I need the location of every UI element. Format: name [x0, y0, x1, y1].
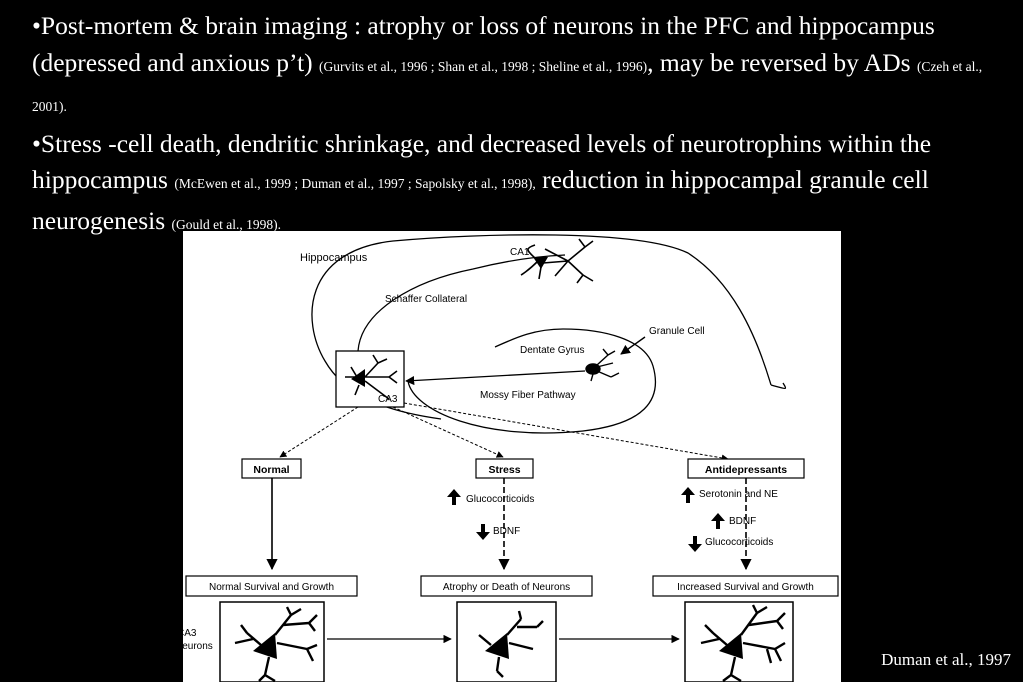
figure-credit: Duman et al., 1997	[881, 650, 1011, 669]
ad-glucocorticoids-label: Glucocorticoids	[705, 537, 773, 548]
bullet-1-citation-b: (Czeh et al., 2001).	[32, 58, 983, 115]
stress-glucocorticoids-label: Glucocorticoids	[466, 494, 534, 505]
dentate-gyrus-label: Dentate Gyrus	[520, 345, 584, 356]
stress-bdnf-label: BDNF	[493, 526, 520, 537]
granule-cell-icon	[585, 336, 646, 382]
neuron-increased	[684, 601, 794, 682]
ad-down-arrow-icon	[688, 536, 702, 552]
neuron-atrophy	[456, 601, 557, 682]
ca3-neurons-label-1: CA3	[183, 628, 197, 639]
ad-serotonin-label: Serotonin and NE	[699, 489, 778, 500]
hippocampus-label: Hippocampus	[300, 252, 368, 264]
outcome-ad-box	[652, 575, 839, 597]
bullet-1: •Post-mortem & brain imaging : atrophy o…	[32, 8, 1017, 126]
outcome-normal-box	[185, 575, 358, 597]
mossy-fiber-arrow	[405, 370, 586, 386]
neuron-normal	[219, 601, 325, 682]
stress-down-arrow-icon	[476, 524, 490, 540]
outcome-stress-label: Atrophy or Death of Neurons	[443, 582, 570, 593]
hippocampus-diagram: Hippocampus CA1 Schaffer Collateral Gran…	[183, 231, 841, 682]
slide-text: •Post-mortem & brain imaging : atrophy o…	[32, 8, 1017, 243]
outcome-normal-label: Normal Survival and Growth	[209, 582, 334, 593]
ca1-neuron-icon	[520, 238, 594, 284]
ca3-neurons-label-2: Neurons	[183, 641, 213, 652]
schaffer-collateral-label: Schaffer Collateral	[385, 294, 467, 305]
ad-bdnf-label: BDNF	[729, 516, 756, 527]
antidepressants-label: Antidepressants	[705, 464, 787, 476]
bullet-1-citation-a: (Gurvits et al., 1996 ; Shan et al., 199…	[319, 58, 648, 74]
ad-up-arrow-1-icon	[681, 487, 695, 503]
stress-label: Stress	[488, 464, 520, 476]
outcome-stress-box	[420, 575, 593, 597]
bullet-1-text-b: , may be reversed by ADs	[647, 47, 917, 77]
bullet-1-text-a: •Post-mortem & brain imaging : atrophy o…	[32, 11, 935, 77]
stress-up-arrow-icon	[447, 489, 461, 505]
granule-cell-label: Granule Cell	[649, 326, 705, 337]
ad-up-arrow-2-icon	[711, 513, 725, 529]
mossy-fiber-label: Mossy Fiber Pathway	[480, 390, 576, 401]
ca1-label: CA1	[510, 247, 530, 258]
dashed-arrows	[279, 402, 729, 462]
ca3-box	[335, 350, 405, 408]
bullet-2-citation-b: (Gould et al., 1998).	[171, 216, 281, 232]
bullet-2-text-b: reduction in hippocampal granule cell ne…	[32, 165, 929, 235]
bullet-2: •Stress -cell death, dendritic shrinkage…	[32, 126, 1017, 244]
ca3-label: CA3	[378, 394, 398, 405]
bullet-2-text-a: •Stress -cell death, dendritic shrinkage…	[32, 128, 932, 195]
outcome-ad-label: Increased Survival and Growth	[677, 582, 814, 593]
bullet-2-citation-a: (McEwen et al., 1999 ; Duman et al., 199…	[174, 176, 536, 191]
normal-label: Normal	[253, 464, 289, 476]
